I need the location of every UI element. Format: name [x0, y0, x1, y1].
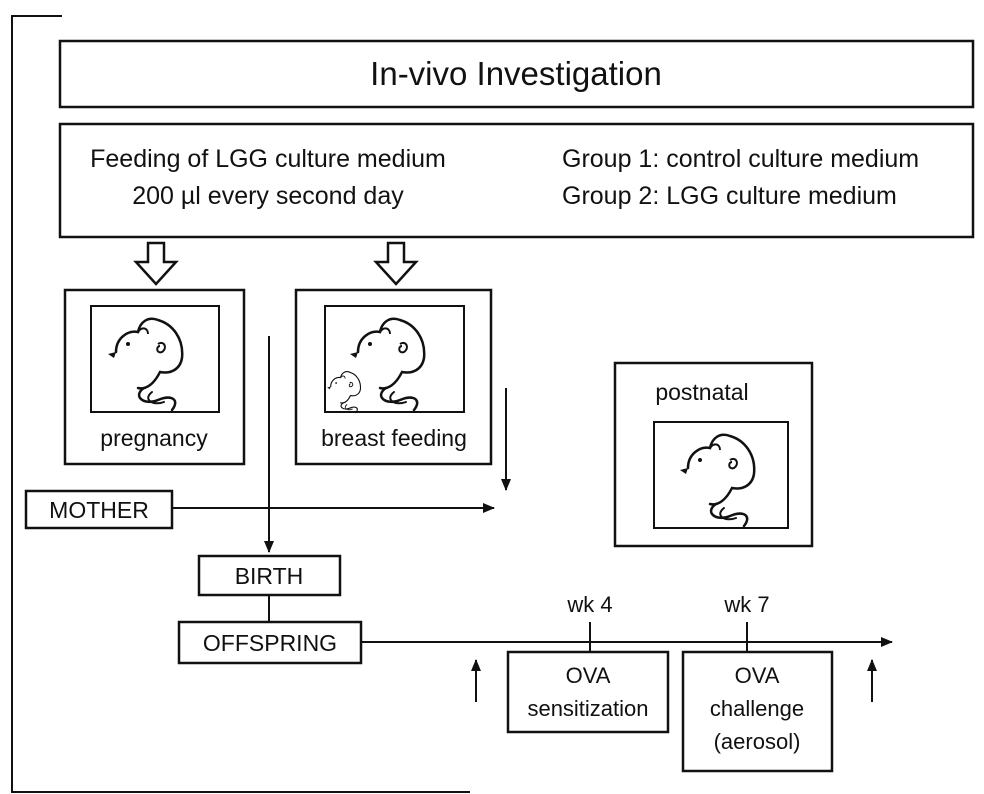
pregnancy-image-frame — [90, 305, 220, 413]
birth-box — [197, 554, 342, 597]
ova-challenge-line-2: challenge — [710, 696, 804, 721]
breast-feeding-image-frame — [324, 305, 465, 413]
postnatal-label: postnatal — [655, 379, 748, 405]
mother-box — [24, 489, 174, 530]
hollow-down-arrow-icon — [133, 241, 179, 286]
ova-sensitization-line-1: OVA — [566, 663, 611, 688]
wk7-label: wk 7 — [723, 592, 769, 617]
diagram-title: In-vivo Investigation — [370, 55, 662, 92]
ova-sensitization-box — [506, 650, 670, 734]
ova-challenge-box — [681, 650, 834, 773]
offspring-label: OFFSPRING — [203, 630, 337, 656]
ova-sensitization-line-2: sensitization — [527, 696, 648, 721]
title-box — [58, 39, 975, 109]
feeding-line-2: 200 µl every second day — [132, 182, 404, 210]
hollow-down-arrow-icon — [373, 241, 419, 286]
wk4-label: wk 4 — [566, 592, 612, 617]
group-1-label: Group 1: control culture medium — [562, 145, 919, 173]
pregnancy-label: pregnancy — [100, 425, 208, 451]
feeding-line-1: Feeding of LGG culture medium — [90, 145, 446, 173]
feeding-box — [58, 122, 975, 239]
outer-frame — [11, 15, 470, 793]
mother-label: MOTHER — [49, 497, 149, 523]
ova-challenge-line-1: OVA — [735, 663, 780, 688]
birth-label: BIRTH — [235, 563, 304, 589]
group-2-label: Group 2: LGG culture medium — [562, 182, 897, 210]
ova-challenge-line-3: (aerosol) — [714, 729, 801, 754]
breast-feeding-label: breast feeding — [321, 425, 467, 451]
